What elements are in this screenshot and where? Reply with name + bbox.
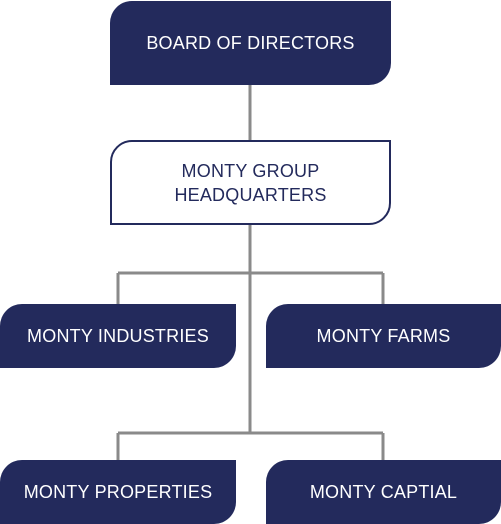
monty-capital-box: MONTY CAPTIAL: [266, 460, 501, 524]
board-of-directors-label: BOARD OF DIRECTORS: [146, 33, 355, 53]
headquarters-label: MONTY GROUP HEADQUARTERS: [174, 160, 327, 205]
monty-farms-box: MONTY FARMS: [266, 304, 501, 368]
monty-industries-box: MONTY INDUSTRIES: [0, 304, 236, 368]
monty-farms-label: MONTY FARMS: [316, 326, 451, 346]
board-of-directors-box: BOARD OF DIRECTORS: [110, 1, 391, 85]
monty-capital-label: MONTY CAPTIAL: [309, 482, 458, 502]
monty-industries-label: MONTY INDUSTRIES: [27, 326, 209, 346]
headquarters-box: MONTY GROUP HEADQUARTERS: [110, 140, 391, 225]
monty-properties-label: MONTY PROPERTIES: [23, 482, 213, 502]
monty-properties-box: MONTY PROPERTIES: [0, 460, 236, 524]
